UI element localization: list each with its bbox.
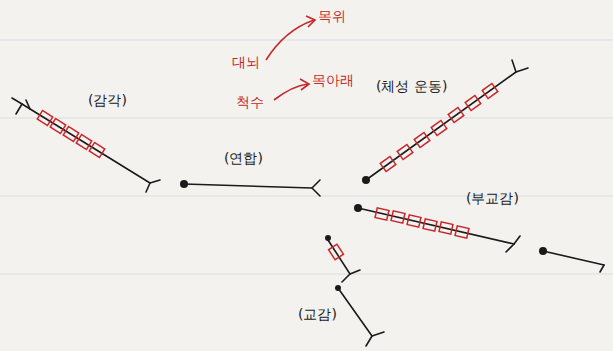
neuron-label: (감각) — [88, 92, 127, 109]
neuron-label: (부교감) — [466, 190, 519, 207]
note-label: 목아래 — [312, 72, 354, 89]
neuron-label: (체성 운동) — [376, 78, 447, 95]
neuron-label: (연합) — [224, 150, 263, 167]
note-label: 척수 — [236, 94, 264, 111]
note-label: 대뇌 — [232, 54, 260, 71]
neuron-label: (교감) — [298, 306, 337, 323]
note-label: 목위 — [318, 8, 346, 25]
